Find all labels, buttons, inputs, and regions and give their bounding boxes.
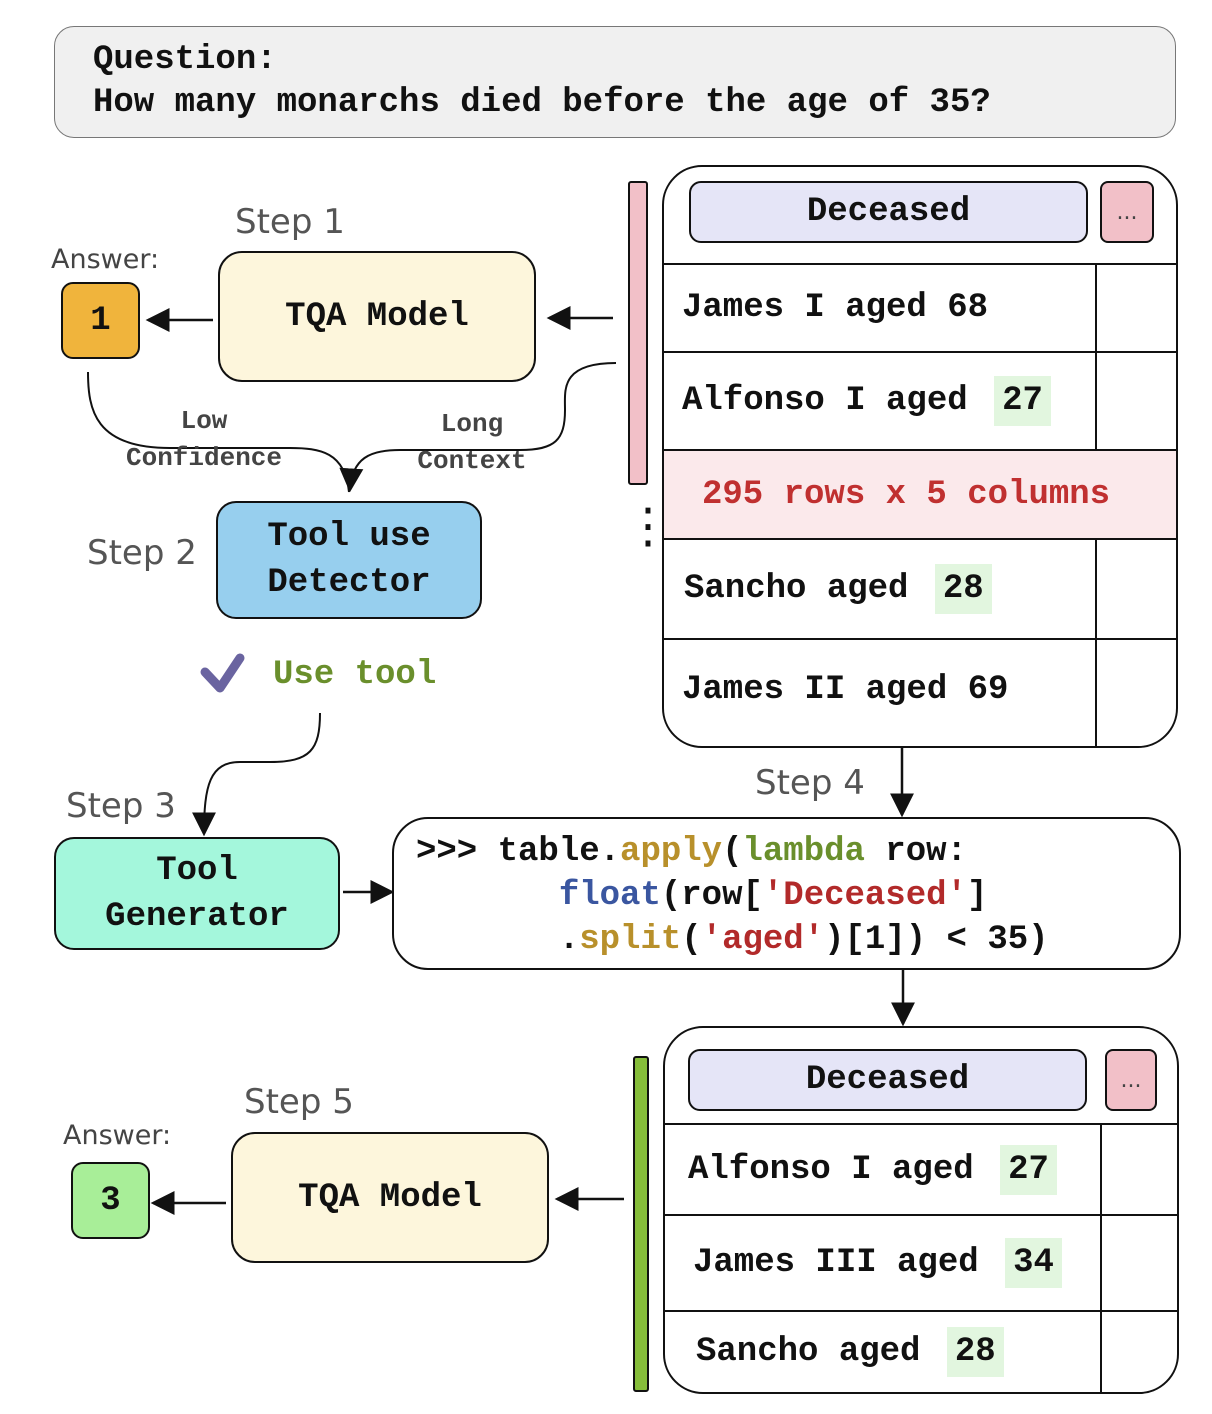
tqa-model-box-2: TQA Model (231, 1132, 549, 1263)
table2-menu-icon[interactable]: ... (1105, 1049, 1157, 1111)
question-box: Question: How many monarchs died before … (54, 26, 1176, 138)
answer-1-label: Answer: (51, 244, 160, 275)
step-1-label: Step 1 (235, 202, 345, 242)
age-highlight: 34 (1005, 1238, 1062, 1288)
age-highlight: 27 (1000, 1144, 1057, 1195)
table-row: Alfonso I aged 27 (665, 1123, 1177, 1216)
step-4-label: Step 4 (755, 763, 865, 803)
step-5-label: Step 5 (244, 1082, 354, 1122)
table-row: James II aged 69 (664, 638, 1176, 746)
table1-header: Deceased (689, 181, 1088, 243)
question-text: How many monarchs died before the age of… (93, 84, 991, 122)
answer-2-label: Answer: (63, 1120, 172, 1151)
long-context-note: Long Context (417, 409, 527, 476)
answer-2-badge: 3 (71, 1162, 150, 1239)
check-icon (200, 653, 245, 693)
tqa-model-box: TQA Model (218, 251, 536, 382)
code-line-3: .split('aged')[1]) < 35) (416, 921, 1049, 959)
age-highlight: 27 (994, 376, 1051, 426)
table-row: James I aged 68 (664, 263, 1176, 353)
low-confidence-curve (87, 371, 350, 493)
table2-side-bar (633, 1056, 649, 1392)
table1-summary: 295 rows x 5 columns (702, 475, 1111, 514)
age-highlight: 28 (934, 564, 992, 614)
low-confidence-note: Low Confidence (125, 406, 283, 473)
answer-1-badge: 1 (61, 282, 140, 359)
tool-use-detector-box: Tool use Detector (216, 501, 482, 619)
code-line-2: float(row['Deceased'] (558, 877, 988, 915)
table-row: Alfonso I aged 27 (664, 351, 1176, 451)
table-row: James III aged 34 (665, 1214, 1177, 1312)
table2-header: Deceased (688, 1049, 1087, 1111)
code-line-1: >>> table.apply(lambda row: (416, 833, 967, 871)
long-context-curve (339, 362, 617, 493)
question-label: Question: (93, 41, 277, 79)
step-3-label: Step 3 (66, 786, 176, 826)
use-tool-label: Use tool (273, 656, 437, 694)
table-summary-row: 295 rows x 5 columns (664, 449, 1176, 540)
table-2: Deceased ... Alfonso I aged 27 James III… (663, 1026, 1179, 1394)
age-highlight: 28 (946, 1327, 1004, 1377)
code-box: >>> table.apply(lambda row: float(row['D… (392, 817, 1181, 970)
tool-generator-box: Tool Generator (54, 837, 340, 950)
table-row: Sancho aged 28 (665, 1310, 1177, 1392)
table1-menu-icon[interactable]: ... (1100, 181, 1154, 243)
table-1: Deceased ... James I aged 68 Alfonso I a… (662, 165, 1178, 748)
table1-side-bar (628, 181, 648, 485)
step-2-label: Step 2 (87, 533, 197, 573)
use-tool-curve (192, 712, 321, 837)
table-row: Sancho aged 28 (664, 538, 1176, 640)
